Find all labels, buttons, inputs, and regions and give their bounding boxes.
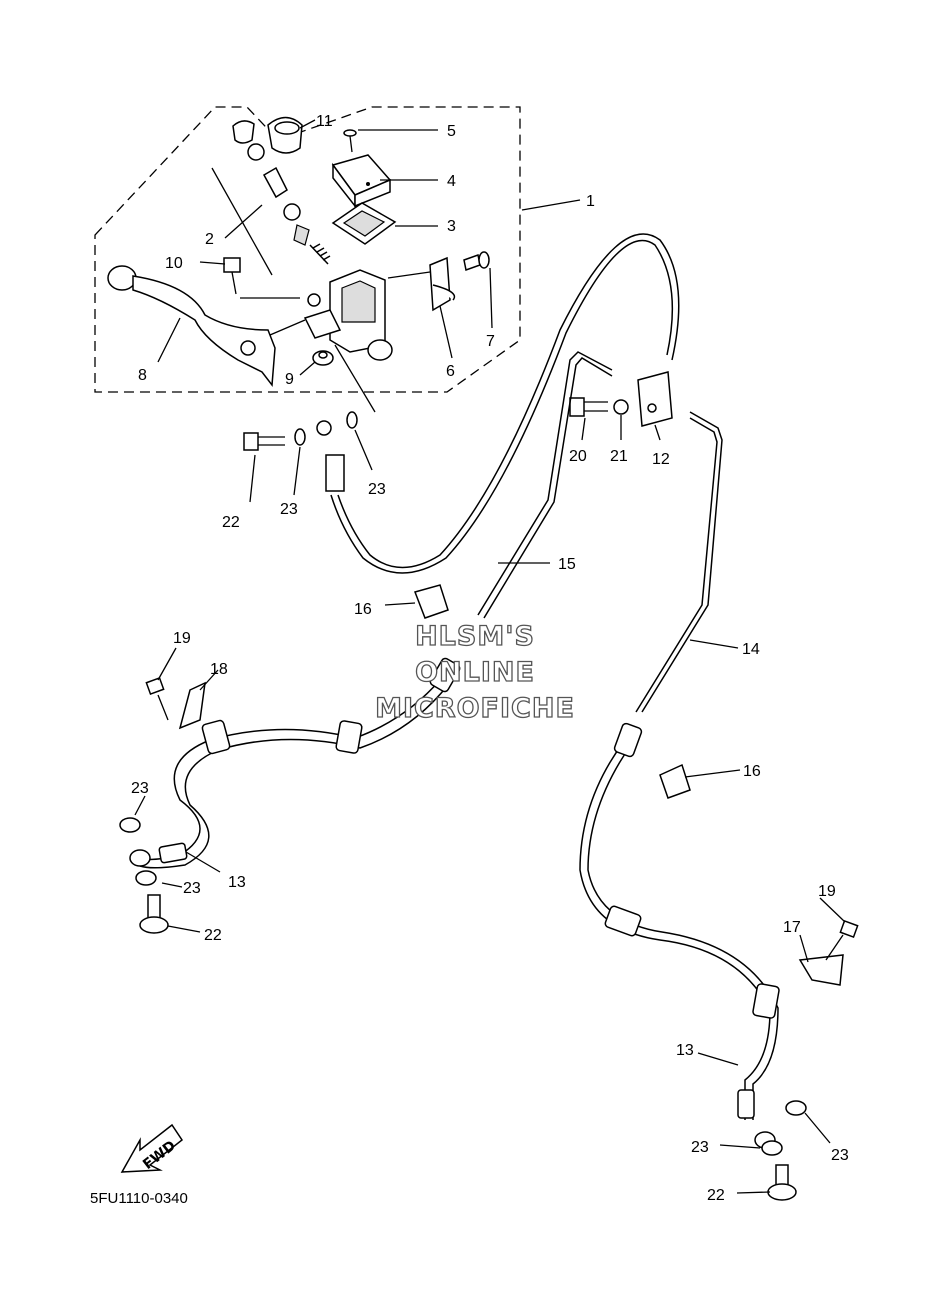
callout-15: 15: [558, 556, 576, 573]
hose-clamp-icon: [414, 584, 691, 799]
washer-icon: [613, 399, 629, 415]
assembly-boundary: [94, 106, 521, 393]
callout-labels: 1 2 3 4 5 6 7 8 9 10 11 12 13 13 14 15 1…: [131, 113, 849, 1204]
watermark-line-3: MICROFICHE: [375, 693, 575, 724]
union-bolt-icon: [139, 894, 169, 934]
callout-11: 11: [316, 113, 333, 130]
union-bolt-icon: [767, 1164, 797, 1201]
callout-13b: 13: [676, 1042, 694, 1059]
callout-3: 3: [447, 218, 456, 235]
holder-bracket-icon: [429, 256, 456, 312]
callout-19b: 19: [818, 883, 836, 900]
leader-lines: [134, 119, 846, 1194]
callout-14: 14: [742, 641, 760, 658]
union-bolt-icon: [243, 432, 285, 451]
watermark-line-1: HLSM'S: [415, 621, 535, 652]
gasket-icon: [135, 870, 157, 886]
callout-13a: 13: [228, 874, 246, 891]
gasket-icon: [785, 1100, 807, 1116]
bolt-icon: [145, 677, 859, 961]
callout-2: 2: [205, 231, 214, 248]
callout-21: 21: [610, 448, 628, 465]
callout-1: 1: [586, 193, 595, 210]
callout-18: 18: [210, 661, 228, 678]
diaphragm-icon: [331, 202, 397, 245]
nut-icon: [312, 350, 334, 366]
master-cylinder-icon: [303, 269, 393, 361]
brake-lever-icon: [107, 265, 276, 387]
callout-16a: 16: [354, 601, 372, 618]
callout-5: 5: [447, 123, 456, 140]
gasket-icon: [346, 411, 358, 429]
hose-guide-icon: [178, 681, 844, 986]
hose-fitting-icon: [737, 1089, 776, 1149]
boot-icon: [232, 116, 303, 161]
gasket-icon: [294, 428, 306, 446]
callout-19a: 19: [173, 630, 191, 647]
callout-20: 20: [569, 448, 587, 465]
hose-fitting-icon: [129, 842, 188, 867]
upper-brake-hose: [337, 233, 680, 569]
watermark: HLSM'S ONLINE MICROFICHE: [374, 620, 575, 724]
callout-23a: 23: [280, 501, 298, 518]
holder-bolt-icon: [463, 251, 490, 271]
callout-17: 17: [783, 919, 801, 936]
callout-23e: 23: [691, 1139, 709, 1156]
callout-8: 8: [138, 367, 147, 384]
fwd-arrow-icon: FWD: [120, 1123, 184, 1173]
callout-10: 10: [165, 255, 183, 272]
hose-collar-icon: [201, 657, 461, 755]
drawing-code: 5FU1110-0340: [90, 1190, 188, 1207]
watermark-line-2: ONLINE: [415, 657, 535, 688]
pivot-bolt-icon: [223, 257, 241, 295]
callout-22a: 22: [222, 514, 240, 531]
callout-7: 7: [486, 333, 495, 350]
reservoir-cap-icon: [331, 154, 392, 209]
right-brake-hose: [579, 739, 771, 1120]
piston-kit-icon: [262, 166, 331, 265]
callout-12: 12: [652, 451, 670, 468]
callout-22c: 22: [707, 1187, 725, 1204]
brake-pipe-15: [477, 351, 613, 616]
callout-4: 4: [447, 173, 456, 190]
bolt-icon: [569, 397, 608, 417]
callout-23b: 23: [368, 481, 386, 498]
callout-6: 6: [446, 363, 455, 380]
joint-block-icon: [637, 371, 673, 427]
callout-9: 9: [285, 371, 294, 388]
callout-23c: 23: [131, 780, 149, 797]
gasket-icon: [119, 817, 141, 833]
hose-end-fitting-icon: [316, 420, 345, 492]
callout-23d: 23: [183, 880, 201, 897]
callout-16b: 16: [743, 763, 761, 780]
gasket-icon: [761, 1140, 783, 1156]
callout-22b: 22: [204, 927, 222, 944]
callout-23f: 23: [831, 1147, 849, 1164]
brake-pipe-14: [641, 411, 723, 713]
screw-icon: [343, 129, 357, 153]
hose-collar-icon: [604, 722, 780, 1019]
